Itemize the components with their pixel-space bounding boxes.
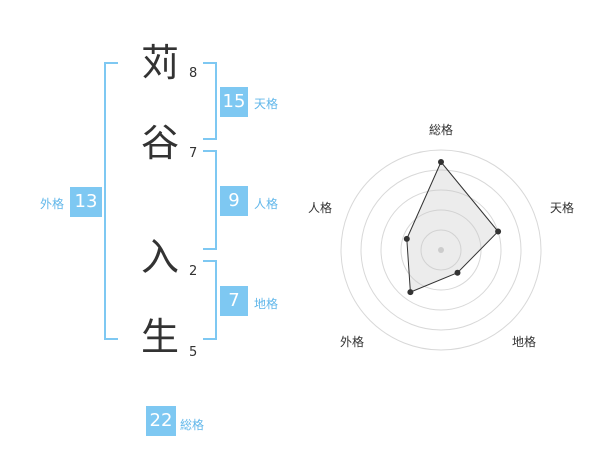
radar-point-4 [403,235,410,242]
name-char-4: 生 [140,315,179,359]
radar-area [406,161,499,293]
radar-chart: 総格 天格 地格 外格 人格 [308,122,574,351]
radar-points [403,159,502,296]
tenkaku-value: 15 [220,87,248,117]
radar-ring [420,229,462,271]
name-char-2: 谷 [140,121,179,165]
stroke-count-2: 7 [189,146,198,161]
name-char-3: 入 [140,235,179,279]
gaikaku-label: 外格 [40,197,65,211]
tenkaku-bracket [203,62,217,140]
gaikaku-value: 13 [70,187,102,217]
radar-ring [400,209,482,291]
axis-label-gaikaku: 外格 [340,334,364,349]
soukaku-label: 総格 [180,418,205,432]
soukaku-value: 22 [146,406,176,436]
stroke-count-1: 8 [189,66,198,81]
axis-label-soukaku: 総格 [429,122,453,137]
radar-ring [380,189,502,311]
axis-label-chikaku: 地格 [512,334,536,349]
radar-grid [340,149,542,351]
radar-point-3 [407,289,414,296]
jinkaku-label: 人格 [254,197,279,211]
jinkaku-value: 9 [220,186,248,216]
name-char-1: 苅 [140,41,179,85]
gaikaku-bracket [104,62,118,340]
radar-point-0 [438,159,444,165]
chikaku-label: 地格 [254,297,279,311]
stroke-count-4: 5 [189,345,198,360]
radar-ring [340,149,542,351]
radar-point-1 [495,228,502,235]
radar-center-dot [438,247,444,253]
tenkaku-label: 天格 [254,97,279,111]
chikaku-value: 7 [220,286,248,316]
radar-ring [360,169,522,331]
axis-label-tenkaku: 天格 [550,200,574,215]
stroke-count-3: 2 [189,264,198,279]
chikaku-bracket [203,260,217,340]
radar-point-2 [454,269,461,276]
axis-label-jinkaku: 人格 [308,200,332,215]
jinkaku-bracket [203,150,217,250]
